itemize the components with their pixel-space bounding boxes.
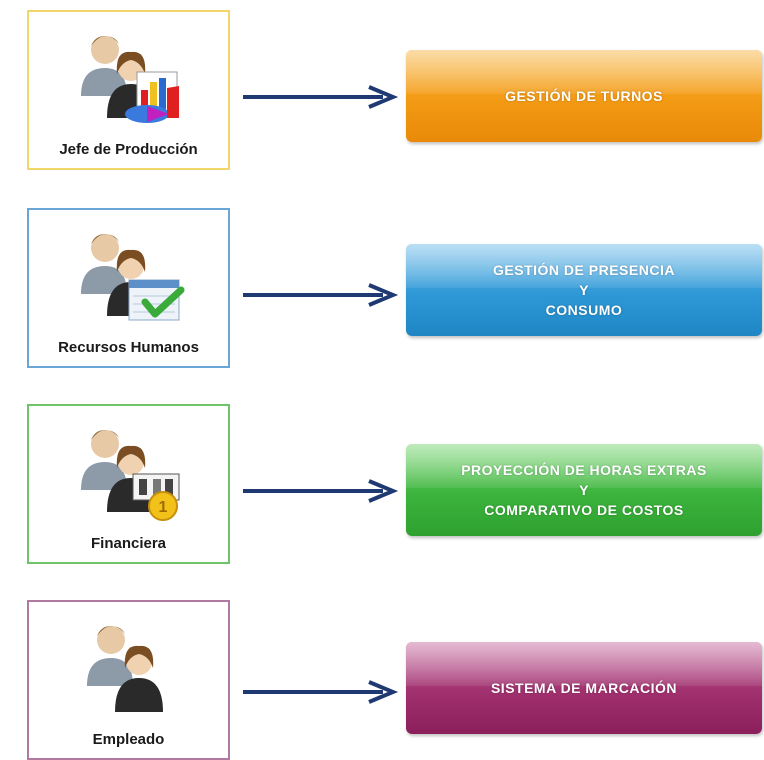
- module-label-line: GESTIÓN DE PRESENCIA: [493, 261, 675, 278]
- role-card-jefe-produccion: Jefe de Producción: [27, 10, 230, 170]
- module-gestion-presencia[interactable]: GESTIÓN DE PRESENCIA Y CONSUMO: [406, 244, 762, 336]
- role-label: Empleado: [92, 731, 165, 748]
- module-label-line: PROYECCIÓN DE HORAS EXTRAS: [461, 461, 707, 478]
- arrow-right-icon: [243, 479, 399, 503]
- module-label-line: GESTIÓN DE TURNOS: [505, 87, 663, 104]
- module-sistema-marcacion[interactable]: SISTEMA DE MARCACIÓN: [406, 642, 762, 734]
- role-card-empleado: Empleado: [27, 600, 230, 760]
- role-label: Financiera: [90, 535, 167, 552]
- arrow-right-icon: [243, 283, 399, 307]
- users-checklist-icon: [81, 233, 185, 321]
- module-label-line: CONSUMO: [545, 302, 623, 319]
- module-gestion-turnos[interactable]: GESTIÓN DE TURNOS: [406, 50, 762, 142]
- module-proyeccion-horas[interactable]: PROYECCIÓN DE HORAS EXTRAS Y COMPARATIVO…: [406, 444, 762, 536]
- role-label: Recursos Humanos: [58, 339, 199, 356]
- role-card-recursos-humanos: Recursos Humanos: [27, 208, 230, 368]
- module-label-line: Y: [579, 481, 589, 498]
- svg-text:1: 1: [159, 499, 168, 516]
- users-money-icon: 1: [81, 429, 180, 521]
- arrow-right-icon: [243, 85, 399, 109]
- role-label: Jefe de Producción: [59, 141, 198, 158]
- users-chart-icon: [81, 35, 179, 123]
- arrow-right-icon: [243, 680, 399, 704]
- module-label-line: COMPARATIVO DE COSTOS: [484, 502, 684, 519]
- module-label-line: SISTEMA DE MARCACIÓN: [490, 679, 678, 696]
- module-label-line: Y: [579, 281, 589, 298]
- users-icon: [87, 625, 163, 712]
- role-card-financiera: 1 Financiera: [27, 404, 230, 564]
